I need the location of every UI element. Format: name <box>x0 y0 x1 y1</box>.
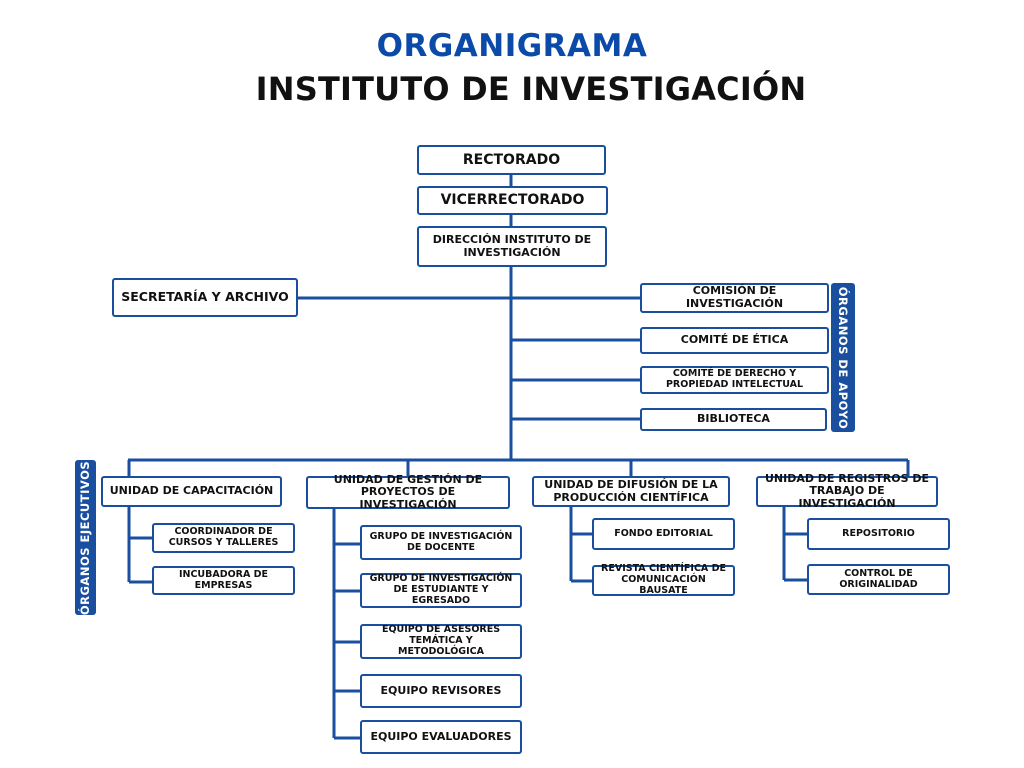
node-comite-derecho: COMITÉ DE DERECHO Y PROPIEDAD INTELECTUA… <box>640 366 829 394</box>
node-rectorado: RECTORADO <box>417 145 606 175</box>
node-biblioteca: BIBLIOTECA <box>640 408 827 431</box>
node-vicerrectorado: VICERRECTORADO <box>417 186 608 215</box>
node-grupo-docente: GRUPO DE INVESTIGACIÓN DE DOCENTE <box>360 525 522 560</box>
node-equipo-revisores: EQUIPO REVISORES <box>360 674 522 708</box>
node-equipo-asesores: EQUIPO DE ASESORES TEMÁTICA Y METODOLÓGI… <box>360 624 522 659</box>
side-label-organos-apoyo: ÓRGANOS DE APOYO <box>831 283 855 432</box>
node-repositorio: REPOSITORIO <box>807 518 950 550</box>
node-direccion: DIRECCIÓN INSTITUTO DE INVESTIGACIÓN <box>417 226 607 267</box>
node-unidad-difusion: UNIDAD DE DIFUSIÓN DE LA PRODUCCIÓN CIEN… <box>532 476 730 507</box>
node-comision: COMISIÓN DE INVESTIGACIÓN <box>640 283 829 313</box>
node-control-originalidad: CONTROL DE ORIGINALIDAD <box>807 564 950 595</box>
node-comite-etica: COMITÉ DE ÉTICA <box>640 327 829 354</box>
node-unidad-capacitacion: UNIDAD DE CAPACITACIÓN <box>101 476 282 507</box>
side-label-apoyo-text: ÓRGANOS DE APOYO <box>836 286 851 429</box>
node-unidad-registros: UNIDAD DE REGISTROS DE TRABAJO DE INVEST… <box>756 472 938 510</box>
node-equipo-evaluadores: EQUIPO EVALUADORES <box>360 720 522 754</box>
node-fondo-editorial: FONDO EDITORIAL <box>592 518 735 550</box>
node-coordinador: COORDINADOR DE CURSOS Y TALLERES <box>152 523 295 553</box>
side-label-organos-ejecutivos: ÓRGANOS EJECUTIVOS <box>75 460 96 615</box>
node-revista: REVISTA CIENTÍFICA DE COMUNICACIÓN BAUSA… <box>592 563 735 596</box>
node-grupo-estudiante: GRUPO DE INVESTIGACIÓN DE ESTUDIANTE Y E… <box>360 573 522 608</box>
chart-title-line2: INSTITUTO DE INVESTIGACIÓN <box>255 70 807 108</box>
node-incubadora: INCUBADORA DE EMPRESAS <box>152 566 295 595</box>
node-secretaria: SECRETARÍA Y ARCHIVO <box>112 278 298 317</box>
node-unidad-gestion: UNIDAD DE GESTIÓN DE PROYECTOS DE INVEST… <box>306 473 510 511</box>
side-label-ejecutivos-text: ÓRGANOS EJECUTIVOS <box>78 460 93 615</box>
chart-title-line1: ORGANIGRAMA <box>376 28 648 64</box>
